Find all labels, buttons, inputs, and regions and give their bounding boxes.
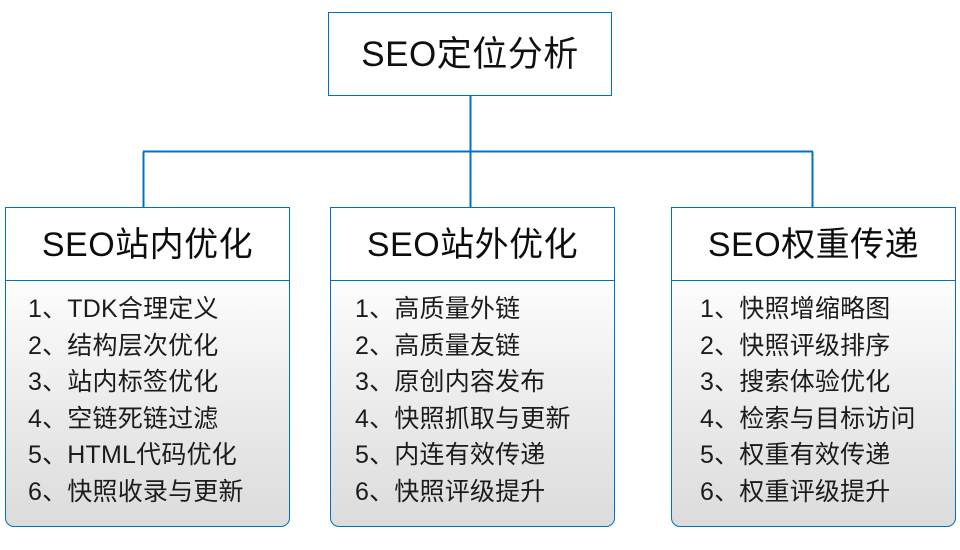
branch-title-on-site: SEO站内优化 [41,225,254,264]
branch-header-weight-transfer: SEO权重传递 [671,207,956,282]
list-item: 3、原创内容发布 [355,368,546,397]
list-item: 6、快照评级提升 [355,477,546,506]
root-node-label: SEO定位分析 [361,34,579,74]
list-item: 3、搜索体验优化 [700,368,891,397]
branch-list-on-site: 1、TDK合理定义 2、结构层次优化 3、站内标签优化 4、空链死链过滤 5、H… [6,291,289,510]
list-item: 4、快照抓取与更新 [355,404,571,433]
branch-list-weight-transfer: 1、快照增缩略图 2、快照评级排序 3、搜索体验优化 4、检索与目标访问 5、权… [672,291,955,510]
branch-title-weight-transfer: SEO权重传递 [707,225,920,264]
root-node: SEO定位分析 [328,12,612,96]
list-item: 3、站内标签优化 [28,368,219,397]
branch-off-site: SEO站外优化 1、高质量外链 2、高质量友链 3、原创内容发布 4、快照抓取与… [330,207,615,529]
list-item: 6、权重评级提升 [700,477,891,506]
list-item: 5、内连有效传递 [355,441,546,470]
branch-list-off-site: 1、高质量外链 2、高质量友链 3、原创内容发布 4、快照抓取与更新 5、内连有… [331,291,614,510]
branch-weight-transfer: SEO权重传递 1、快照增缩略图 2、快照评级排序 3、搜索体验优化 4、检索与… [671,207,956,529]
list-item: 4、检索与目标访问 [700,404,916,433]
branch-body-weight-transfer: 1、快照增缩略图 2、快照评级排序 3、搜索体验优化 4、检索与目标访问 5、权… [671,280,956,528]
list-item: 5、权重有效传递 [700,441,891,470]
branch-body-off-site: 1、高质量外链 2、高质量友链 3、原创内容发布 4、快照抓取与更新 5、内连有… [330,280,615,528]
list-item: 2、快照评级排序 [700,331,891,360]
branch-title-off-site: SEO站外优化 [366,225,579,264]
list-item: 2、结构层次优化 [28,331,219,360]
list-item: 2、高质量友链 [355,331,521,360]
list-item: 1、TDK合理定义 [28,295,219,324]
branch-header-on-site: SEO站内优化 [5,207,290,282]
list-item: 6、快照收录与更新 [28,477,244,506]
branch-body-on-site: 1、TDK合理定义 2、结构层次优化 3、站内标签优化 4、空链死链过滤 5、H… [5,280,290,528]
list-item: 1、快照增缩略图 [700,295,891,324]
list-item: 4、空链死链过滤 [28,404,219,433]
branch-header-off-site: SEO站外优化 [330,207,615,282]
list-item: 5、HTML代码优化 [28,441,237,470]
branch-on-site: SEO站内优化 1、TDK合理定义 2、结构层次优化 3、站内标签优化 4、空链… [5,207,290,529]
list-item: 1、高质量外链 [355,295,521,324]
